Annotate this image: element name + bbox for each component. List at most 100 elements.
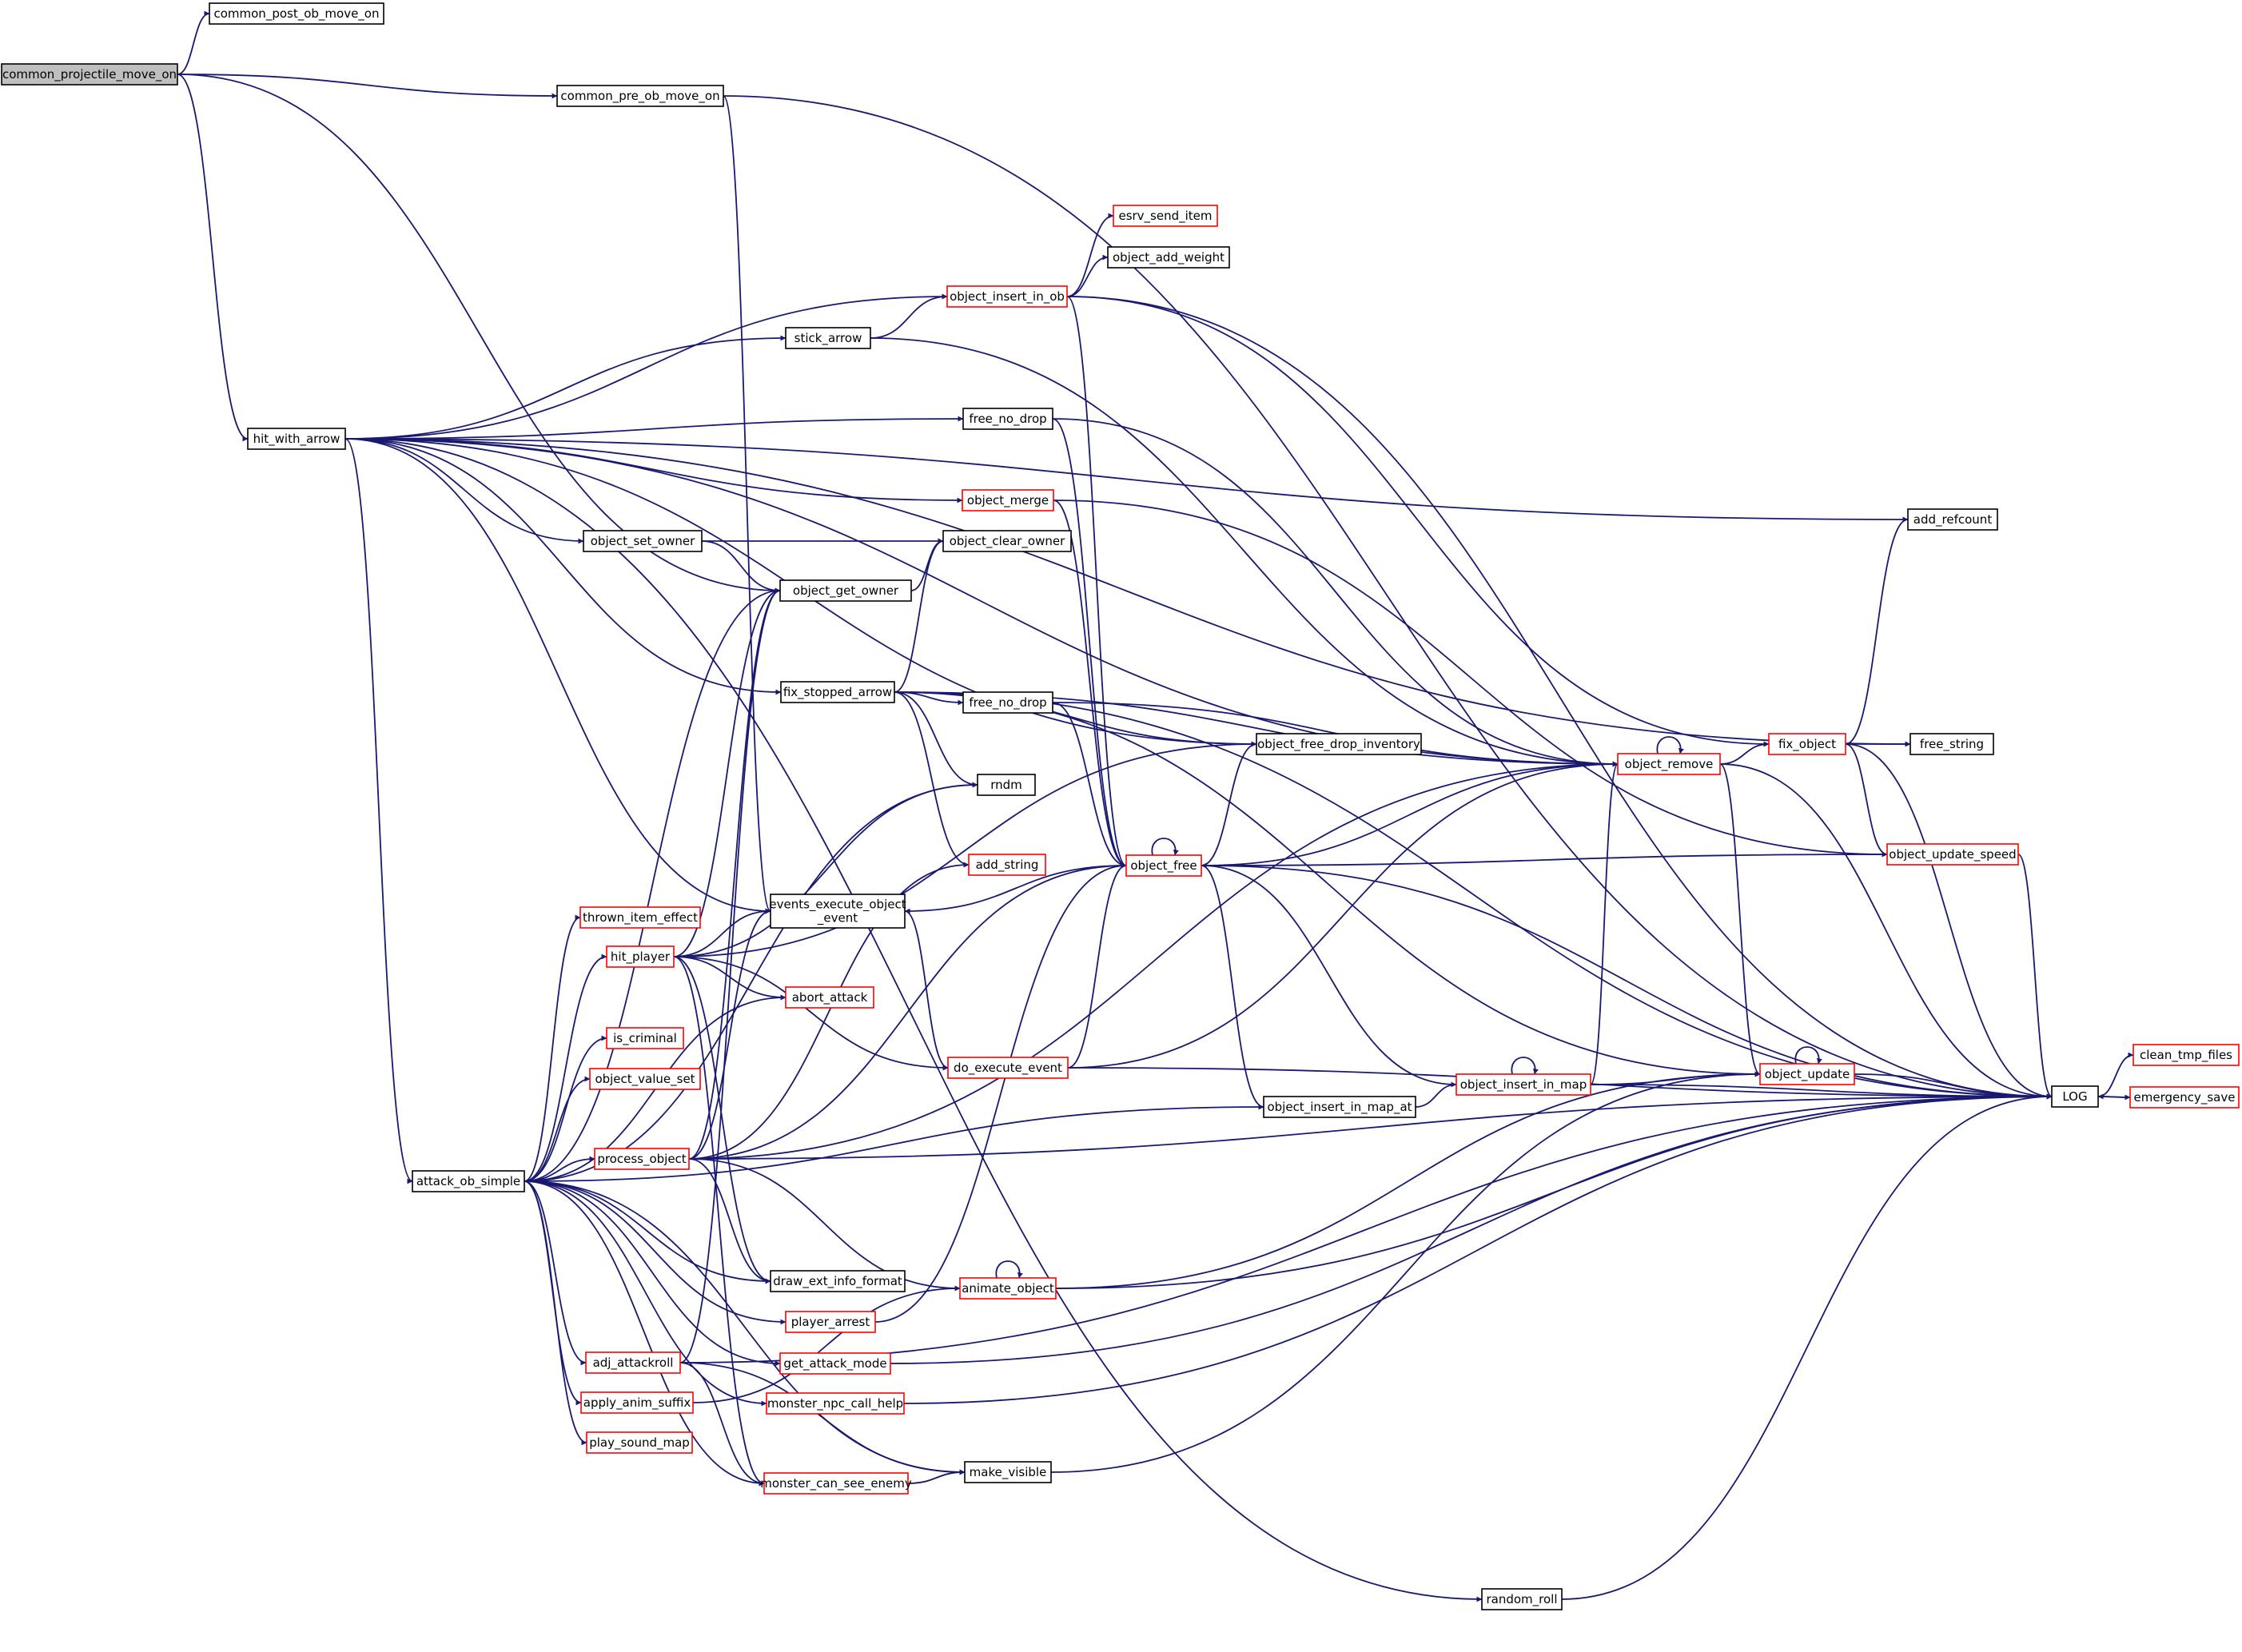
edge-hit_player-to-monster_can_see_enemy (673, 956, 765, 1487)
node-label-object_free_drop_inventory: object_free_drop_inventory (1257, 737, 1420, 752)
node-label-play_sound_map: play_sound_map (589, 1435, 690, 1451)
edge-hit_with_arrow-to-free_no_drop_1 (344, 416, 964, 440)
node-label-abort_attack: abort_attack (792, 990, 868, 1005)
node-LOG[interactable]: LOG (2051, 1085, 2099, 1108)
node-label-object_add_weight: object_add_weight (1113, 250, 1225, 265)
node-box-monster_can_see_enemy (763, 1472, 909, 1495)
node-monster_can_see_enemy[interactable]: monster_can_see_enemy (760, 1472, 912, 1495)
edge-hit_player-to-draw_ext_info_format (673, 956, 771, 1284)
node-box-play_sound_map (586, 1431, 693, 1454)
node-object_update_speed[interactable]: object_update_speed (1886, 843, 2019, 866)
edge-object_insert_in_map-to-object_insert_in_map (1511, 1057, 1539, 1075)
edge-process_object-to-add_string (688, 862, 970, 1160)
node-object_clear_owner[interactable]: object_clear_owner (942, 530, 1072, 552)
node-thrown_item_effect[interactable]: thrown_item_effect (579, 906, 701, 929)
node-label-attack_ob_simple: attack_ob_simple (416, 1174, 520, 1189)
node-play_sound_map[interactable]: play_sound_map (586, 1431, 693, 1454)
node-label-add_refcount: add_refcount (1913, 512, 1993, 527)
node-is_criminal[interactable]: is_criminal (606, 1027, 684, 1049)
node-object_free[interactable]: object_free (1125, 854, 1202, 877)
node-object_insert_in_ob[interactable]: object_insert_in_ob (946, 285, 1068, 308)
node-free_string[interactable]: free_string (1909, 733, 1994, 755)
node-common_projectile_move_on[interactable]: common_projectile_move_on (1, 63, 178, 86)
edge-object_insert_in_ob-to-fix_object (1066, 296, 1770, 747)
edge-attack_ob_simple-to-draw_ext_info_format (524, 1180, 771, 1284)
edge-hit_player-to-object_get_owner (673, 587, 781, 957)
node-object_set_owner[interactable]: object_set_owner (583, 530, 703, 552)
node-box-clean_tmp_files (2132, 1044, 2240, 1066)
node-draw_ext_info_format[interactable]: draw_ext_info_format (770, 1270, 906, 1292)
edge-attack_ob_simple-to-object_value_set (524, 1076, 591, 1182)
node-add_refcount[interactable]: add_refcount (1907, 508, 1998, 531)
edge-fix_stopped_arrow-to-object_update (894, 691, 1761, 1077)
node-add_string[interactable]: add_string (968, 854, 1046, 876)
edge-hit_with_arrow-to-attack_ob_simple (344, 438, 413, 1184)
node-object_value_set[interactable]: object_value_set (589, 1068, 701, 1090)
edge-hit_player-to-rndm (673, 782, 978, 957)
node-hit_player[interactable]: hit_player (606, 945, 675, 968)
node-object_insert_in_map[interactable]: object_insert_in_map (1456, 1073, 1591, 1096)
node-get_attack_mode[interactable]: get_attack_mode (779, 1352, 891, 1375)
node-box-get_attack_mode (779, 1352, 891, 1375)
node-box-common_post_ob_move_on (209, 2, 384, 25)
node-process_object[interactable]: process_object (594, 1148, 690, 1170)
node-animate_object[interactable]: animate_object (959, 1277, 1057, 1300)
node-object_add_weight[interactable]: object_add_weight (1107, 246, 1230, 269)
node-label-object_value_set: object_value_set (595, 1072, 695, 1087)
edge-object_insert_in_ob-to-object_add_weight (1066, 254, 1109, 297)
edge-fix_object-to-LOG (1845, 743, 2053, 1100)
node-object_update[interactable]: object_update (1759, 1063, 1855, 1085)
node-object_remove[interactable]: object_remove (1617, 753, 1721, 775)
node-abort_attack[interactable]: abort_attack (785, 986, 874, 1009)
node-box-object_value_set (589, 1068, 701, 1090)
edge-process_object-to-object_remove (688, 761, 1619, 1160)
node-free_no_drop_1[interactable]: free_no_drop (962, 408, 1053, 430)
edge-monster_npc_call_help-to-LOG (903, 1093, 2053, 1404)
node-object_free_drop_inventory[interactable]: object_free_drop_inventory (1256, 733, 1422, 755)
node-attack_ob_simple[interactable]: attack_ob_simple (412, 1170, 525, 1192)
edge-do_execute_event-to-object_free (1067, 862, 1127, 1069)
node-adj_attackroll[interactable]: adj_attackroll (585, 1351, 681, 1374)
node-box-thrown_item_effect (579, 906, 701, 929)
edge-attack_ob_simple-to-make_visible (524, 1180, 966, 1475)
node-monster_npc_call_help[interactable]: monster_npc_call_help (766, 1392, 905, 1415)
node-esrv_send_item[interactable]: esrv_send_item (1113, 205, 1218, 227)
node-box-player_arrest (785, 1311, 876, 1333)
node-object_get_owner[interactable]: object_get_owner (779, 579, 912, 602)
node-common_pre_ob_move_on[interactable]: common_pre_ob_move_on (556, 85, 724, 107)
node-label-object_set_owner: object_set_owner (591, 534, 695, 549)
node-object_insert_in_map_at[interactable]: object_insert_in_map_at (1263, 1096, 1416, 1118)
node-clean_tmp_files[interactable]: clean_tmp_files (2132, 1044, 2240, 1066)
node-label-common_projectile_move_on: common_projectile_move_on (2, 67, 177, 82)
edge-process_object-to-draw_ext_info_format (688, 1158, 771, 1284)
node-common_post_ob_move_on[interactable]: common_post_ob_move_on (209, 2, 384, 25)
node-box-is_criminal (606, 1027, 684, 1049)
node-box-object_set_owner (583, 530, 703, 552)
node-fix_stopped_arrow[interactable]: fix_stopped_arrow (780, 681, 895, 703)
node-label-monster_npc_call_help: monster_npc_call_help (767, 1396, 903, 1411)
edge-attack_ob_simple-to-monster_can_see_enemy (524, 1180, 765, 1487)
edge-object_free-to-LOG (1201, 865, 2053, 1100)
node-fix_object[interactable]: fix_object (1768, 733, 1846, 755)
edge-process_object-to-LOG (688, 1093, 2053, 1160)
node-object_merge[interactable]: object_merge (962, 489, 1054, 512)
node-free_no_drop_2[interactable]: free_no_drop (962, 691, 1053, 714)
edge-hit_with_arrow-to-add_refcount (344, 438, 1909, 523)
node-make_visible[interactable]: make_visible (964, 1461, 1052, 1483)
edge-fix_stopped_arrow-to-object_clear_owner (894, 538, 944, 693)
node-hit_with_arrow[interactable]: hit_with_arrow (247, 428, 346, 450)
edge-stick_arrow-to-object_insert_in_ob (870, 293, 948, 339)
node-apply_anim_suffix[interactable]: apply_anim_suffix (580, 1391, 694, 1414)
node-emergency_save[interactable]: emergency_save (2129, 1086, 2240, 1109)
node-label-adj_attackroll: adj_attackroll (593, 1355, 674, 1371)
edge-fix_object-to-add_refcount (1845, 516, 1909, 745)
edge-hit_with_arrow-to-stick_arrow (344, 335, 786, 440)
node-player_arrest[interactable]: player_arrest (785, 1311, 876, 1333)
node-stick_arrow[interactable]: stick_arrow (785, 327, 871, 349)
node-do_execute_event[interactable]: do_execute_event (947, 1057, 1069, 1079)
node-events_execute_object_event[interactable]: events_execute_object_event (769, 894, 906, 929)
node-label-player_arrest: player_arrest (791, 1315, 870, 1330)
edge-attack_ob_simple-to-adj_attackroll (524, 1180, 587, 1366)
node-rndm[interactable]: rndm (977, 774, 1036, 796)
node-random_roll[interactable]: random_roll (1481, 1588, 1563, 1610)
